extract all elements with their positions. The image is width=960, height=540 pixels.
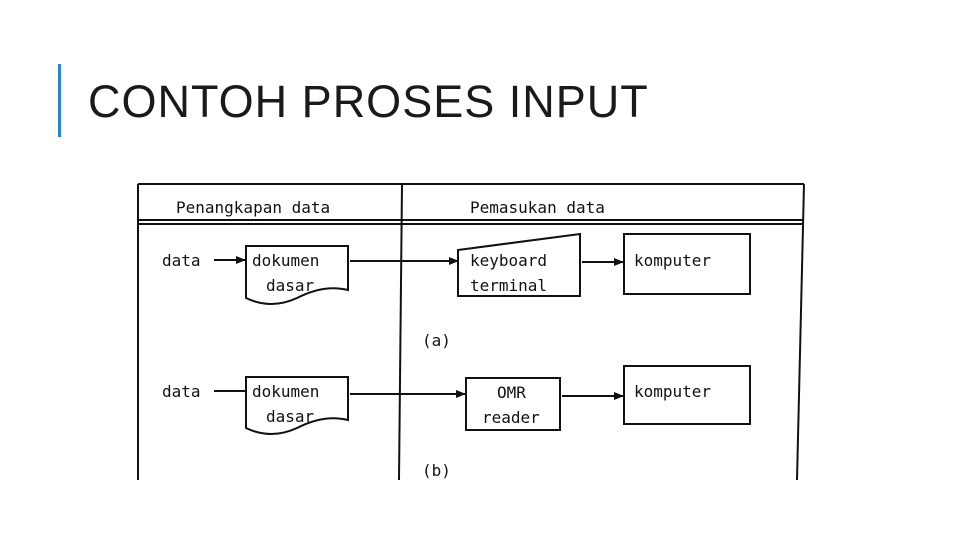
header-input: Pemasukan data [470, 198, 605, 217]
title-accent-bar [58, 64, 61, 137]
row-a-data-label: data [162, 251, 201, 270]
row-b-caption: (b) [422, 461, 451, 480]
row-b: data dokumen dasar OMR reader komputer (… [162, 365, 751, 480]
row-b-device-line1: OMR [497, 383, 526, 402]
header-capture: Penangkapan data [176, 198, 330, 217]
row-b-document-line2: dasar [266, 407, 315, 426]
input-process-diagram: Penangkapan data Pemasukan data data dok… [137, 183, 805, 481]
row-a-caption: (a) [422, 331, 451, 350]
diagram-frame [137, 183, 805, 481]
row-a-computer-label: komputer [634, 251, 711, 270]
row-a-document-shape [245, 245, 349, 305]
row-b-device-line2: reader [482, 408, 540, 427]
row-b-document-line1: dokumen [252, 382, 319, 401]
row-b-computer-label: komputer [634, 382, 711, 401]
row-b-data-label: data [162, 382, 201, 401]
row-a: data dokumen dasar keyboard terminal kom… [162, 232, 751, 350]
row-a-computer-box [623, 233, 751, 295]
row-a-document-line2: dasar [266, 276, 315, 295]
row-a-device-line1: keyboard [470, 251, 547, 270]
row-b-omr-reader-box [465, 377, 561, 431]
row-a-device-line2: terminal [470, 276, 547, 295]
row-a-document-line1: dokumen [252, 251, 319, 270]
row-b-document-shape [245, 376, 349, 435]
slide-title: CONTOH PROSES INPUT [88, 76, 649, 127]
row-b-computer-box [623, 365, 751, 425]
row-a-keyboard-terminal-shape [457, 232, 581, 297]
